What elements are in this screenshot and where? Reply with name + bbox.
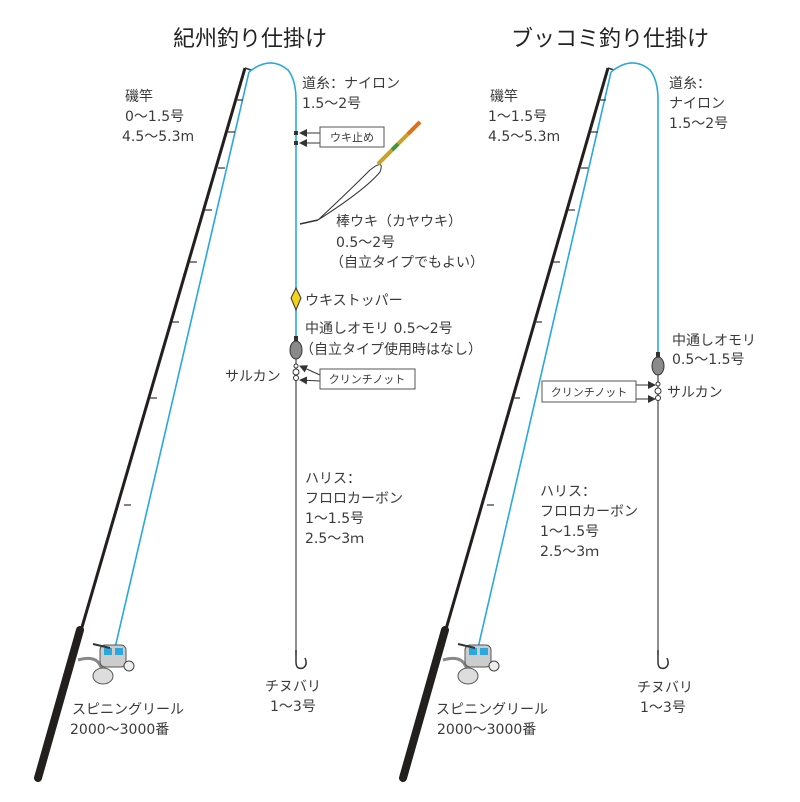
float-stopper-knot xyxy=(294,131,298,135)
reel-label: スピニングリール xyxy=(72,702,184,718)
mainline-size: 1.5〜2号 xyxy=(302,96,361,112)
sinker-icon xyxy=(289,340,303,360)
mainline-material: ナイロン xyxy=(669,96,725,112)
swivel-label: サルカン xyxy=(667,385,723,401)
kishu-rig: 紀州釣り仕掛け 磯竿 xyxy=(34,27,484,782)
sinker-label: 中通しオモリ xyxy=(672,333,756,349)
swivel-icon xyxy=(292,363,300,381)
mainline xyxy=(610,62,659,355)
leader-label: ハリス： xyxy=(540,484,596,500)
hook-size: 1〜3号 xyxy=(640,700,686,716)
knot-label: クリンチノット xyxy=(329,373,405,386)
rod xyxy=(34,67,252,782)
float-label: 棒ウキ（カヤウキ） xyxy=(336,214,462,230)
leader-length: 2.5〜3ｍ xyxy=(305,531,364,547)
reel-label: スピニングリール xyxy=(436,702,548,718)
swivel-icon xyxy=(654,381,662,401)
reel-size: 2000〜3000番 xyxy=(437,722,536,738)
knot-box xyxy=(541,380,637,403)
rod-length: 4.5〜5.3m xyxy=(122,129,194,145)
rod xyxy=(399,67,615,782)
float-size: 0.5〜2号 xyxy=(336,235,395,251)
leader-material: フロロカーボン xyxy=(540,504,638,520)
sinker-note: （自立タイプ使用時はなし） xyxy=(300,341,482,358)
stopper-label: ウキストッパー xyxy=(305,293,403,309)
spinning-reel-icon xyxy=(77,643,135,685)
rod-weight: 1〜1.5号 xyxy=(488,109,547,125)
uki-dome-box xyxy=(319,126,385,148)
hook-label: チヌバリ xyxy=(265,679,321,695)
mainline-on-rod xyxy=(114,71,250,649)
rod-label: 磯竿 xyxy=(490,89,518,105)
float-stopper-knot xyxy=(294,141,298,145)
knot-box xyxy=(319,368,416,390)
float-stopper-icon xyxy=(290,286,302,312)
mainline xyxy=(248,62,297,350)
leader-length: 2.5〜3ｍ xyxy=(540,544,599,560)
uki-dome-label: ウキ止め xyxy=(330,131,374,144)
rod-length: 4.5〜5.3m xyxy=(488,129,560,145)
bukkomi-rig: ブッコミ釣り仕掛け 磯竿 1〜1.5号 4.5〜5 xyxy=(399,27,756,782)
rod-weight: 0〜1.5号 xyxy=(125,109,184,125)
mainline-label: 道糸：ナイロン xyxy=(302,76,400,92)
swivel-label: サルカン xyxy=(225,369,281,385)
float-note: （自立タイプでもよい） xyxy=(330,255,484,271)
sinker-label: 中通しオモリ 0.5〜2号 xyxy=(305,321,453,337)
mainline-label: 道糸： xyxy=(669,76,711,92)
leader-label: ハリス： xyxy=(305,471,361,487)
rod-label: 磯竿 xyxy=(125,89,153,105)
kishu-title: 紀州釣り仕掛け xyxy=(173,27,327,52)
sinker-icon xyxy=(651,356,665,376)
bobber-float-icon xyxy=(299,120,422,225)
hook-icon xyxy=(657,650,669,670)
hook-icon xyxy=(295,650,307,670)
leader-size: 1〜1.5号 xyxy=(305,511,364,527)
leader-material: フロロカーボン xyxy=(305,491,403,507)
sinker-size: 0.5〜1.5号 xyxy=(672,352,745,368)
hook-size: 1〜3号 xyxy=(270,699,316,715)
mainline-on-rod xyxy=(477,71,612,649)
bukkomi-title: ブッコミ釣り仕掛け xyxy=(511,27,709,52)
spinning-reel-icon xyxy=(442,643,500,685)
leader-size: 1〜1.5号 xyxy=(540,524,599,540)
mainline-size: 1.5〜2号 xyxy=(669,116,728,132)
knot-label: クリンチノット xyxy=(551,386,627,399)
hook-label: チヌバリ xyxy=(637,680,693,696)
reel-size: 2000〜3000番 xyxy=(70,722,169,738)
